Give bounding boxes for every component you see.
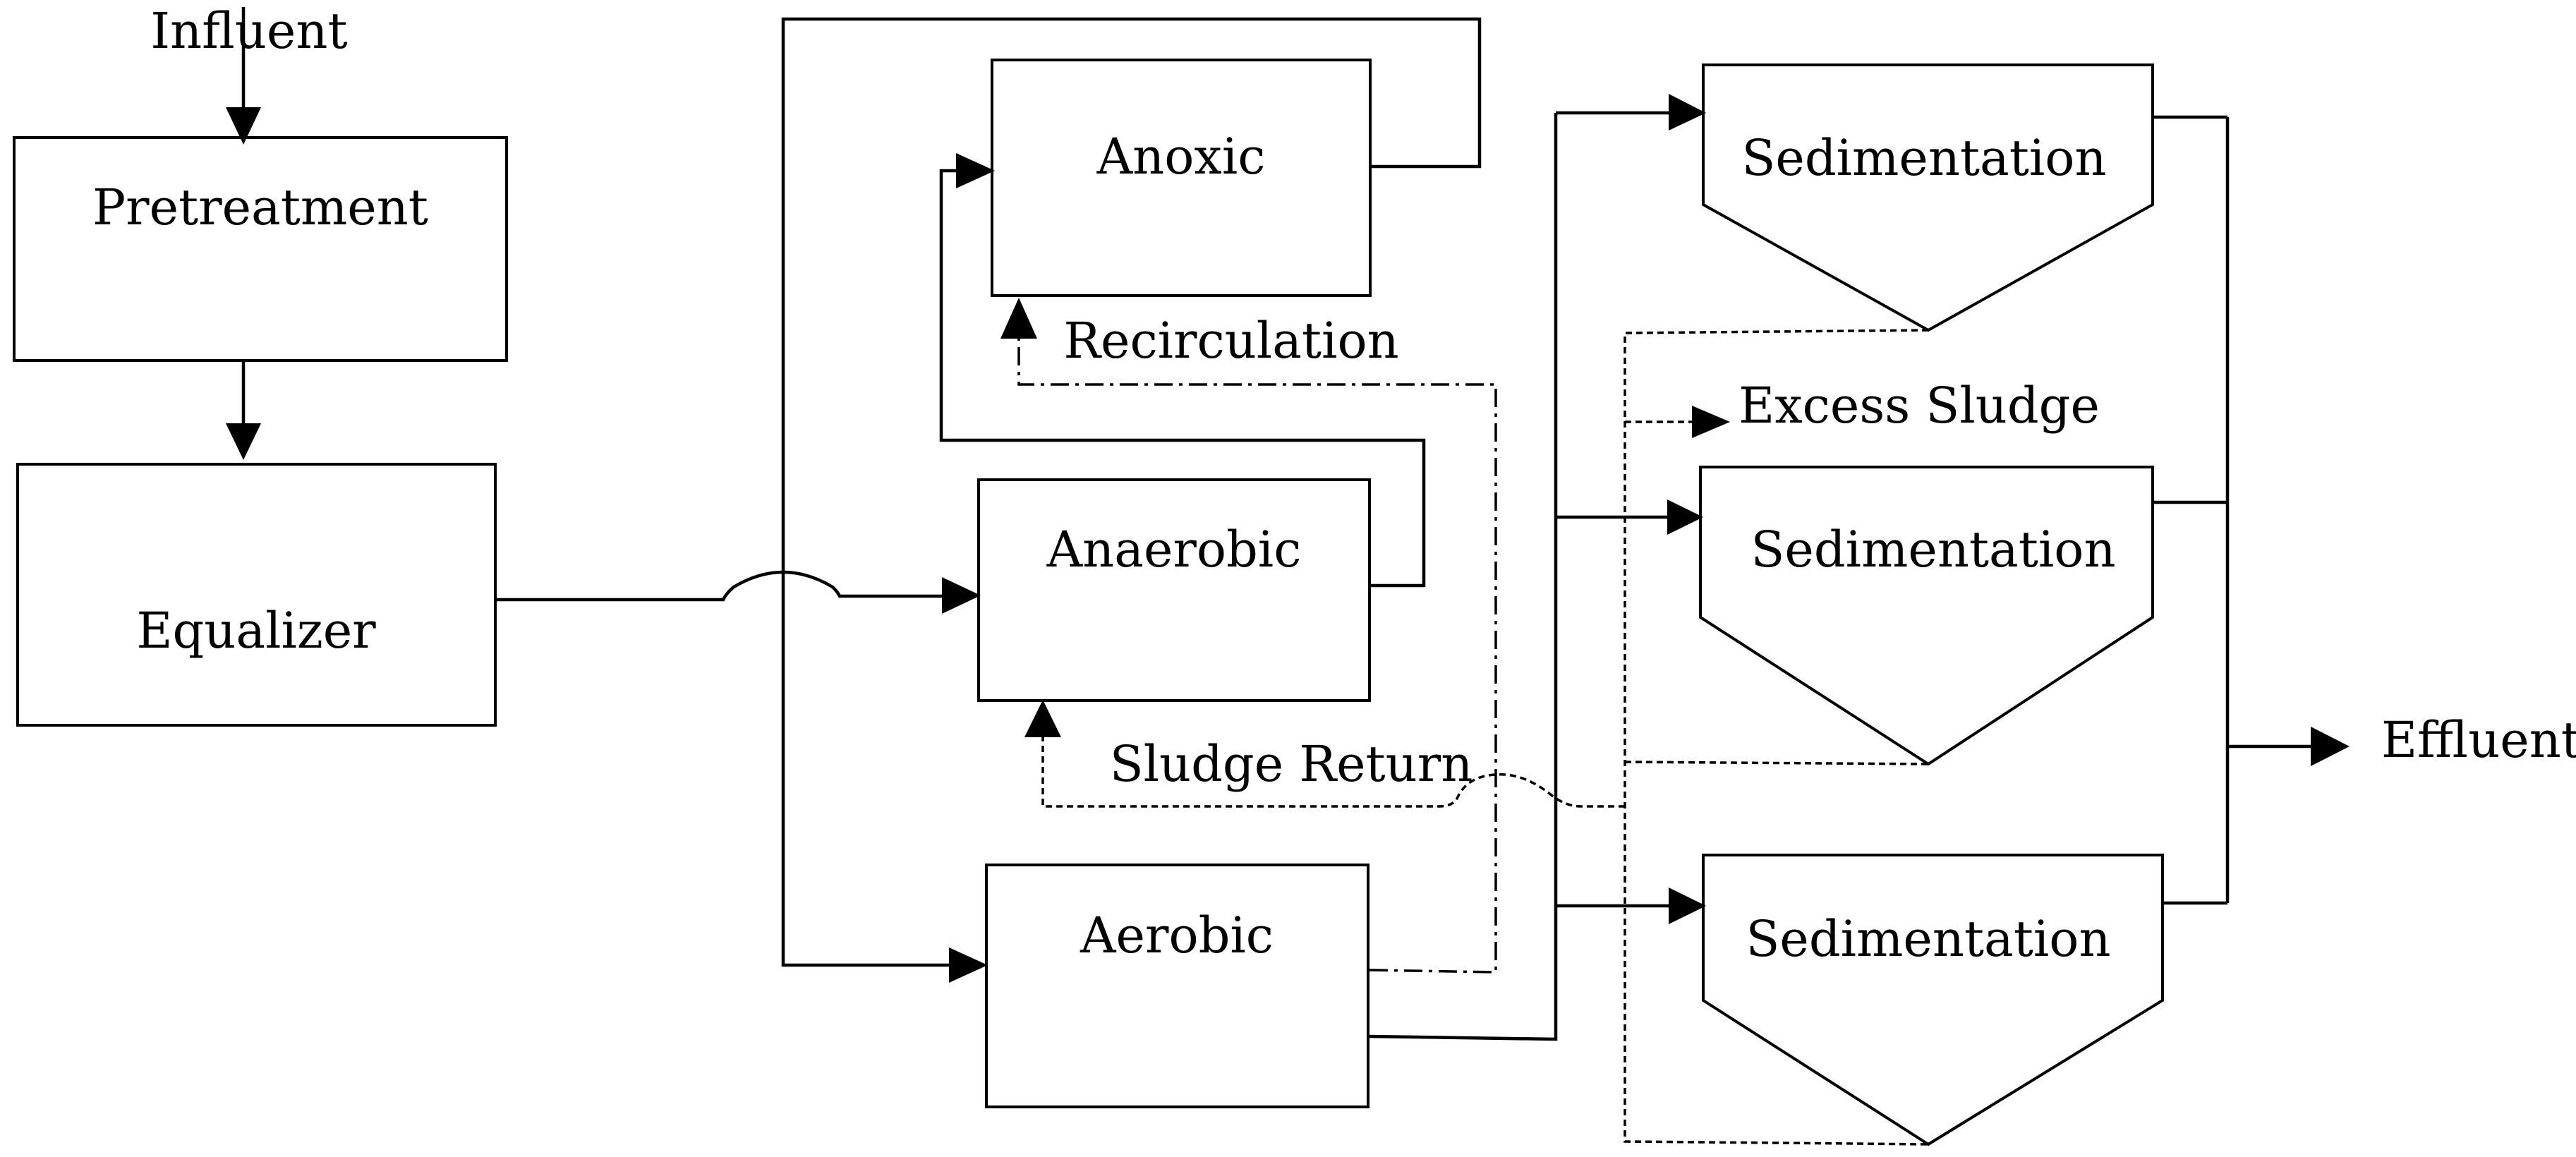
sludge-return-arrowhead bbox=[1024, 700, 1061, 737]
sedimentation-2-inlet-arrowhead bbox=[1667, 499, 1703, 535]
influent-label: Influent bbox=[150, 2, 347, 60]
equalizer-label: Equalizer bbox=[136, 602, 376, 660]
anoxic-to-aerobic-line bbox=[781, 17, 1482, 967]
excess-sludge-arrowhead bbox=[1692, 406, 1730, 438]
equalizer-arrowhead bbox=[226, 423, 261, 460]
anaerobic-box bbox=[977, 478, 1371, 702]
anoxic-inlet-arrowhead bbox=[956, 153, 995, 188]
effluent-arrowhead bbox=[2311, 727, 2350, 766]
equalizer-box bbox=[16, 463, 497, 727]
sedimentation-tank-2 bbox=[1699, 466, 2154, 766]
anoxic-label: Anoxic bbox=[1096, 128, 1266, 186]
influent-arrowhead bbox=[226, 107, 261, 145]
recirculation-label: Recirculation bbox=[1063, 312, 1398, 370]
excess-sludge-label: Excess Sludge bbox=[1739, 377, 2100, 435]
aerobic-to-sedimentation-line bbox=[1367, 113, 1558, 1041]
anoxic-box bbox=[991, 59, 1372, 297]
aerobic-box bbox=[985, 864, 1369, 1108]
anaerobic-label: Anaerobic bbox=[1046, 521, 1302, 578]
equalizer-to-anaerobic-line bbox=[495, 570, 942, 602]
anaerobic-inlet-arrowhead bbox=[942, 577, 981, 614]
sedimentation-3-label: Sedimentation bbox=[1746, 910, 2110, 968]
sludge-collection-line-2 bbox=[1624, 761, 1929, 765]
aerobic-label: Aerobic bbox=[1080, 907, 1274, 964]
sedimentation-3-inlet-arrowhead bbox=[1669, 888, 1706, 924]
aerobic-inlet-arrowhead bbox=[949, 947, 988, 983]
sedimentation-2-label: Sedimentation bbox=[1750, 521, 2115, 578]
sedimentation-tank-1 bbox=[1702, 63, 2154, 332]
effluent-label: Effluent bbox=[2381, 711, 2576, 769]
sedimentation-1-inlet-arrowhead bbox=[1669, 94, 1706, 131]
recirculation-line bbox=[1017, 335, 1497, 974]
sludge-return-line bbox=[1041, 736, 1625, 808]
sludge-collection-line-1 bbox=[1623, 329, 1929, 1146]
anaerobic-to-anoxic-line bbox=[939, 169, 1426, 588]
sludge-return-label: Sludge Return bbox=[1110, 735, 1473, 793]
recirculation-arrowhead bbox=[1000, 298, 1037, 339]
pretreatment-label: Pretreatment bbox=[92, 178, 428, 236]
sedimentation-tank-3 bbox=[1702, 854, 2164, 1146]
pretreatment-box bbox=[13, 136, 508, 362]
sedimentation-1-label: Sedimentation bbox=[1741, 129, 2106, 187]
